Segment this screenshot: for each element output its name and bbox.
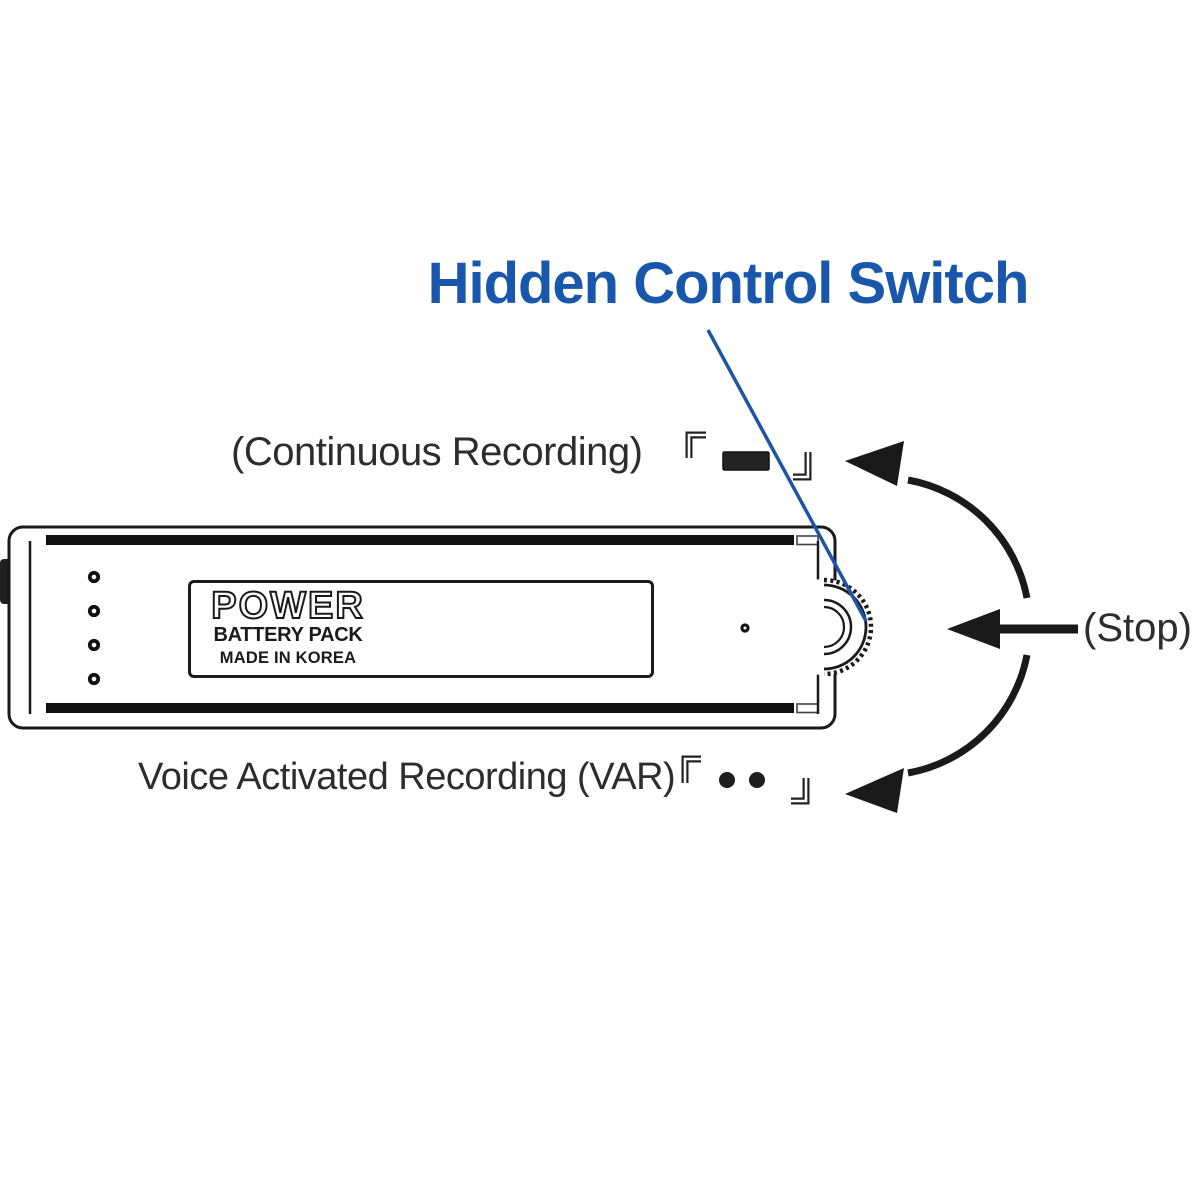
diagram-title: Hidden Control Switch xyxy=(427,251,1030,316)
indicator-dot xyxy=(87,604,101,618)
corner-bracket-close-continuous xyxy=(793,452,812,481)
wheel-inner-arc xyxy=(823,605,846,649)
single-bar-icon xyxy=(722,451,770,471)
mic-hole-dot-center xyxy=(743,626,747,630)
corner-bracket-open-var xyxy=(681,755,701,783)
battery-pack-label-text: POWER BATTERY PACK MADE IN KOREA xyxy=(199,585,377,667)
top-trim-bar xyxy=(46,535,794,545)
bottom-endcap-piece xyxy=(796,703,819,714)
stop-label: (Stop) xyxy=(1083,606,1192,650)
pointer-line xyxy=(706,329,868,622)
two-dots-icon xyxy=(719,772,765,788)
rotate-up-arc xyxy=(907,476,1031,599)
corner-bracket-open-continuous xyxy=(685,431,706,458)
continuous-recording-label: (Continuous Recording) xyxy=(231,430,643,474)
top-endcap-piece xyxy=(796,535,819,546)
var-dot xyxy=(749,772,765,788)
corner-bracket-close-var xyxy=(791,778,810,805)
var-recording-label: Voice Activated Recording (VAR) xyxy=(138,756,676,798)
var-dot xyxy=(719,772,735,788)
indicator-dot xyxy=(87,570,101,584)
indicator-dot xyxy=(87,638,101,652)
rotate-down-arrowhead xyxy=(845,768,904,813)
indicator-dot xyxy=(87,672,101,686)
made-in-korea-text: MADE IN KOREA xyxy=(219,649,357,667)
wheel-mask xyxy=(776,579,872,675)
battery-pack-label-box: POWER BATTERY PACK MADE IN KOREA xyxy=(188,580,654,678)
rotate-down-arc xyxy=(907,654,1031,777)
wheel-outer-arc xyxy=(823,583,868,671)
wheel-mid-arc xyxy=(823,598,853,656)
rotate-up-arrowhead xyxy=(845,441,904,486)
wheel-knurl-teeth xyxy=(823,577,874,677)
bottom-trim-bar xyxy=(46,703,794,713)
indicator-dots xyxy=(87,570,101,686)
battery-pack-text: BATTERY PACK xyxy=(213,624,363,646)
stop-arrowhead xyxy=(947,609,1000,649)
control-wheel xyxy=(776,577,874,677)
power-text: POWER xyxy=(210,585,365,627)
